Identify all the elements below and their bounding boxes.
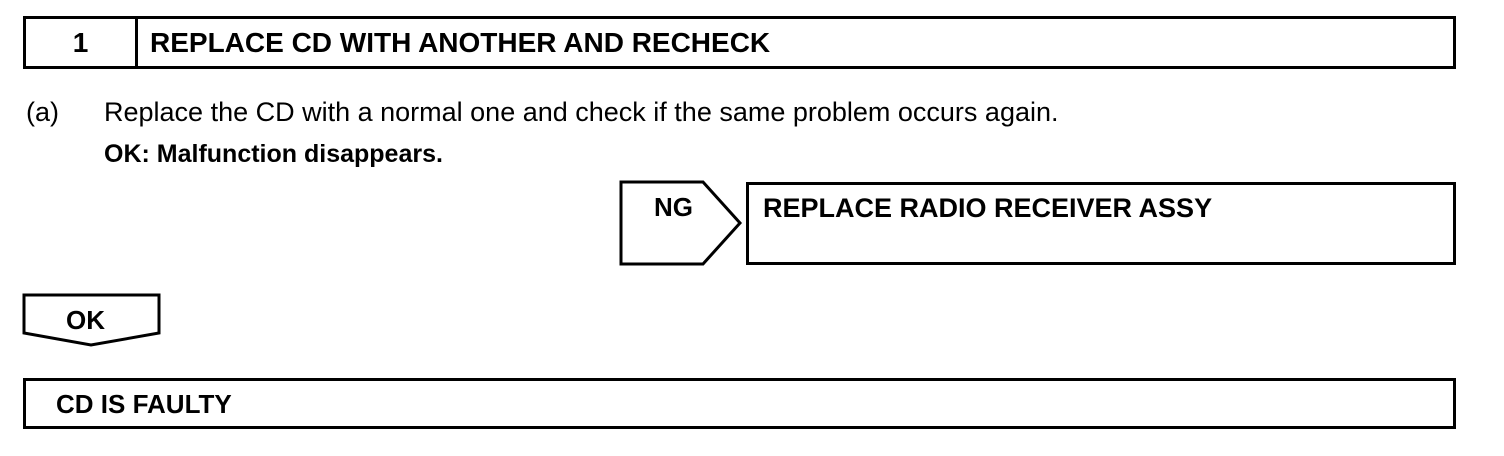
step-title: REPLACE CD WITH ANOTHER AND RECHECK [150,26,771,58]
ng-arrow-icon [619,180,743,266]
step-number: 1 [26,19,138,66]
ok-result-box: CD IS FAULTY [23,378,1456,429]
ng-result-text: REPLACE RADIO RECEIVER ASSY [763,193,1213,223]
ok-criterion: OK: Malfunction disappears. [104,140,443,168]
substep-label: (a) [26,97,59,127]
ok-arrow-icon [22,293,161,347]
ng-result-box: REPLACE RADIO RECEIVER ASSY [746,182,1456,265]
step-header: 1 REPLACE CD WITH ANOTHER AND RECHECK [23,16,1456,69]
ng-label: NG [654,192,693,222]
substep-instruction: Replace the CD with a normal one and che… [104,97,1059,127]
ok-label: OK [66,305,105,335]
ok-result-text: CD IS FAULTY [56,389,232,419]
